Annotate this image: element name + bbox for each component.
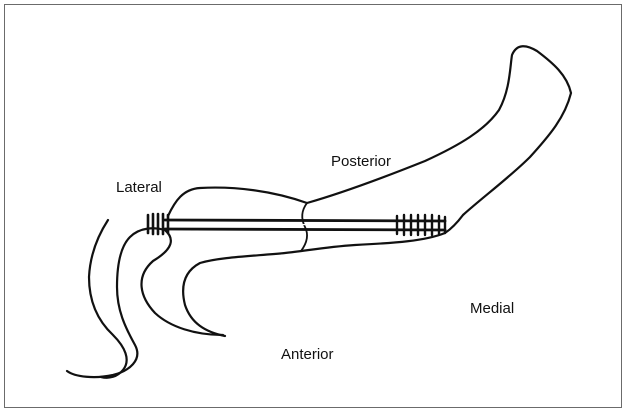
diagram-frame: Lateral Posterior Medial Anterior bbox=[4, 4, 622, 408]
bone-upper-outline bbox=[168, 46, 571, 233]
fracture-line bbox=[301, 203, 307, 251]
label-lateral: Lateral bbox=[116, 180, 162, 195]
label-anterior: Anterior bbox=[281, 347, 334, 362]
label-medial: Medial bbox=[470, 301, 514, 316]
label-posterior: Posterior bbox=[331, 154, 391, 169]
lateral-neck-outline bbox=[67, 228, 223, 377]
screw-highlight bbox=[175, 224, 395, 225]
lateral-fragment-outline bbox=[89, 220, 127, 378]
screw-threads-medial bbox=[397, 215, 445, 235]
bone-lower-outline bbox=[183, 233, 445, 336]
